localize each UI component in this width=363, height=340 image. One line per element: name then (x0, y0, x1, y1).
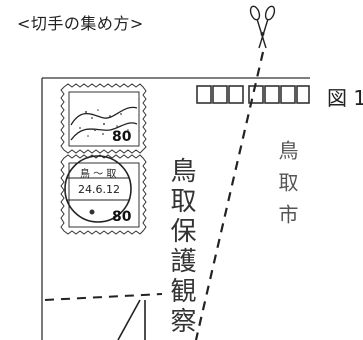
stamp-1-value: 80 (112, 129, 132, 145)
recipient-city: 鳥取市 (275, 140, 299, 236)
postal-box-3 (228, 85, 244, 104)
scissors-icon (249, 5, 276, 49)
postmark-circle (64, 155, 132, 223)
postmark-date: 24.6.12 (78, 183, 120, 196)
stamp-2-value: 80 (112, 209, 132, 225)
postal-box-2 (212, 85, 228, 104)
recipient-address: 鳥取保護観察 (166, 157, 196, 337)
postmark-place: 鳥 〜 取 (80, 169, 117, 180)
stamp-2 (60, 154, 147, 235)
figure-label: 図 1 (327, 86, 363, 110)
postal-box-6 (280, 85, 296, 104)
postal-code-boxes (196, 85, 310, 104)
postal-box-5 (264, 85, 280, 104)
stamp-1 (60, 83, 147, 154)
cut-line-diagonal (194, 51, 265, 340)
edge-line-1 (117, 299, 141, 340)
cut-line-horizontal (44, 293, 163, 301)
postal-box-1 (196, 85, 212, 104)
postal-box-7 (296, 85, 310, 104)
page-title: <切手の集め方> (17, 14, 144, 33)
